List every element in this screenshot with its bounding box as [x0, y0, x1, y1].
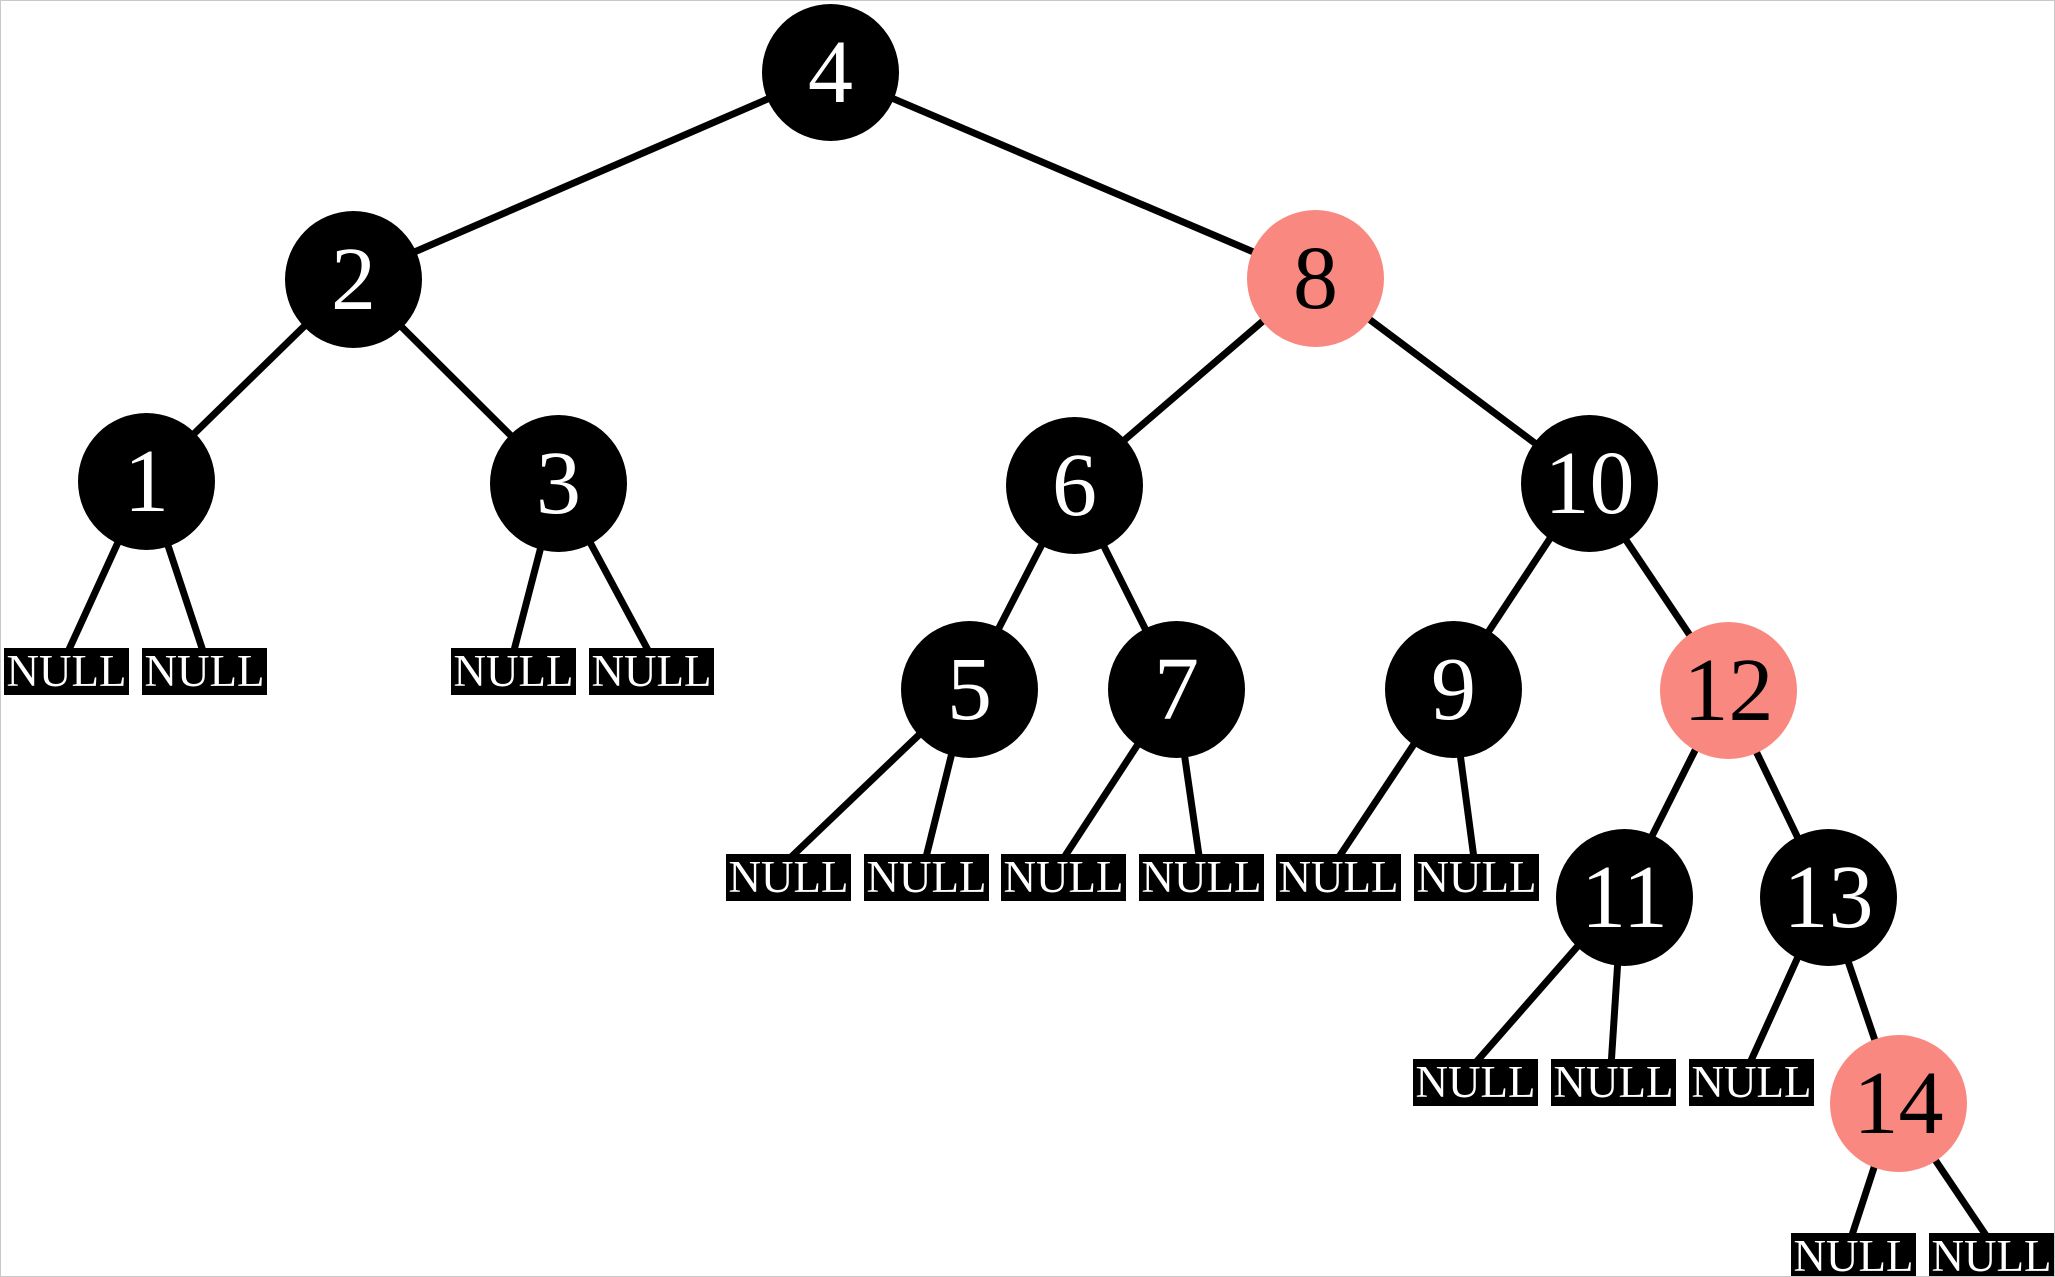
tree-node-3: 3 — [490, 415, 627, 552]
null-leaf-14-right: NULL — [1929, 1233, 2054, 1276]
tree-node-14: 14 — [1830, 1035, 1967, 1172]
tree-node-5: 5 — [901, 621, 1038, 758]
edge-4-8 — [828, 68, 1315, 281]
tree-node-9: 9 — [1385, 621, 1522, 758]
null-leaf-11-left: NULL — [1413, 1059, 1538, 1106]
node-value: 9 — [1431, 639, 1476, 739]
null-leaf-13-left: NULL — [1689, 1059, 1814, 1106]
tree-node-4: 4 — [762, 4, 899, 141]
tree-node-2: 2 — [285, 211, 422, 348]
node-value: 13 — [1783, 847, 1874, 947]
null-leaf-5-left: NULL — [726, 854, 851, 901]
tree-node-6: 6 — [1006, 417, 1143, 554]
null-leaf-1-left: NULL — [4, 648, 129, 695]
node-value: 4 — [808, 22, 853, 122]
tree-node-7: 7 — [1108, 621, 1245, 758]
tree-node-11: 11 — [1556, 829, 1693, 966]
node-value: 3 — [536, 433, 581, 533]
null-leaf-9-right: NULL — [1414, 854, 1539, 901]
tree-node-12: 12 — [1660, 622, 1797, 759]
node-value: 5 — [947, 639, 992, 739]
tree-node-13: 13 — [1760, 829, 1897, 966]
node-value: 14 — [1853, 1053, 1944, 1153]
null-leaf-1-right: NULL — [142, 648, 267, 695]
null-leaf-7-right: NULL — [1139, 854, 1264, 901]
node-value: 2 — [331, 229, 376, 329]
null-leaf-11-right: NULL — [1551, 1059, 1676, 1106]
tree-node-1: 1 — [78, 413, 215, 550]
null-leaf-14-left: NULL — [1791, 1233, 1916, 1276]
null-leaf-7-left: NULL — [1001, 854, 1126, 901]
tree-node-8: 8 — [1247, 210, 1384, 347]
null-leaf-3-left: NULL — [451, 648, 576, 695]
null-leaf-3-right: NULL — [589, 648, 714, 695]
null-leaf-9-left: NULL — [1276, 854, 1401, 901]
node-value: 7 — [1154, 639, 1199, 739]
edge-4-2 — [351, 68, 832, 282]
node-value: 6 — [1052, 435, 1097, 535]
tree-node-10: 10 — [1521, 415, 1658, 552]
node-value: 12 — [1683, 640, 1774, 740]
null-leaf-5-right: NULL — [864, 854, 989, 901]
node-value: 11 — [1581, 847, 1668, 947]
node-value: 8 — [1293, 228, 1338, 328]
node-value: 1 — [124, 431, 169, 531]
node-value: 10 — [1544, 433, 1635, 533]
